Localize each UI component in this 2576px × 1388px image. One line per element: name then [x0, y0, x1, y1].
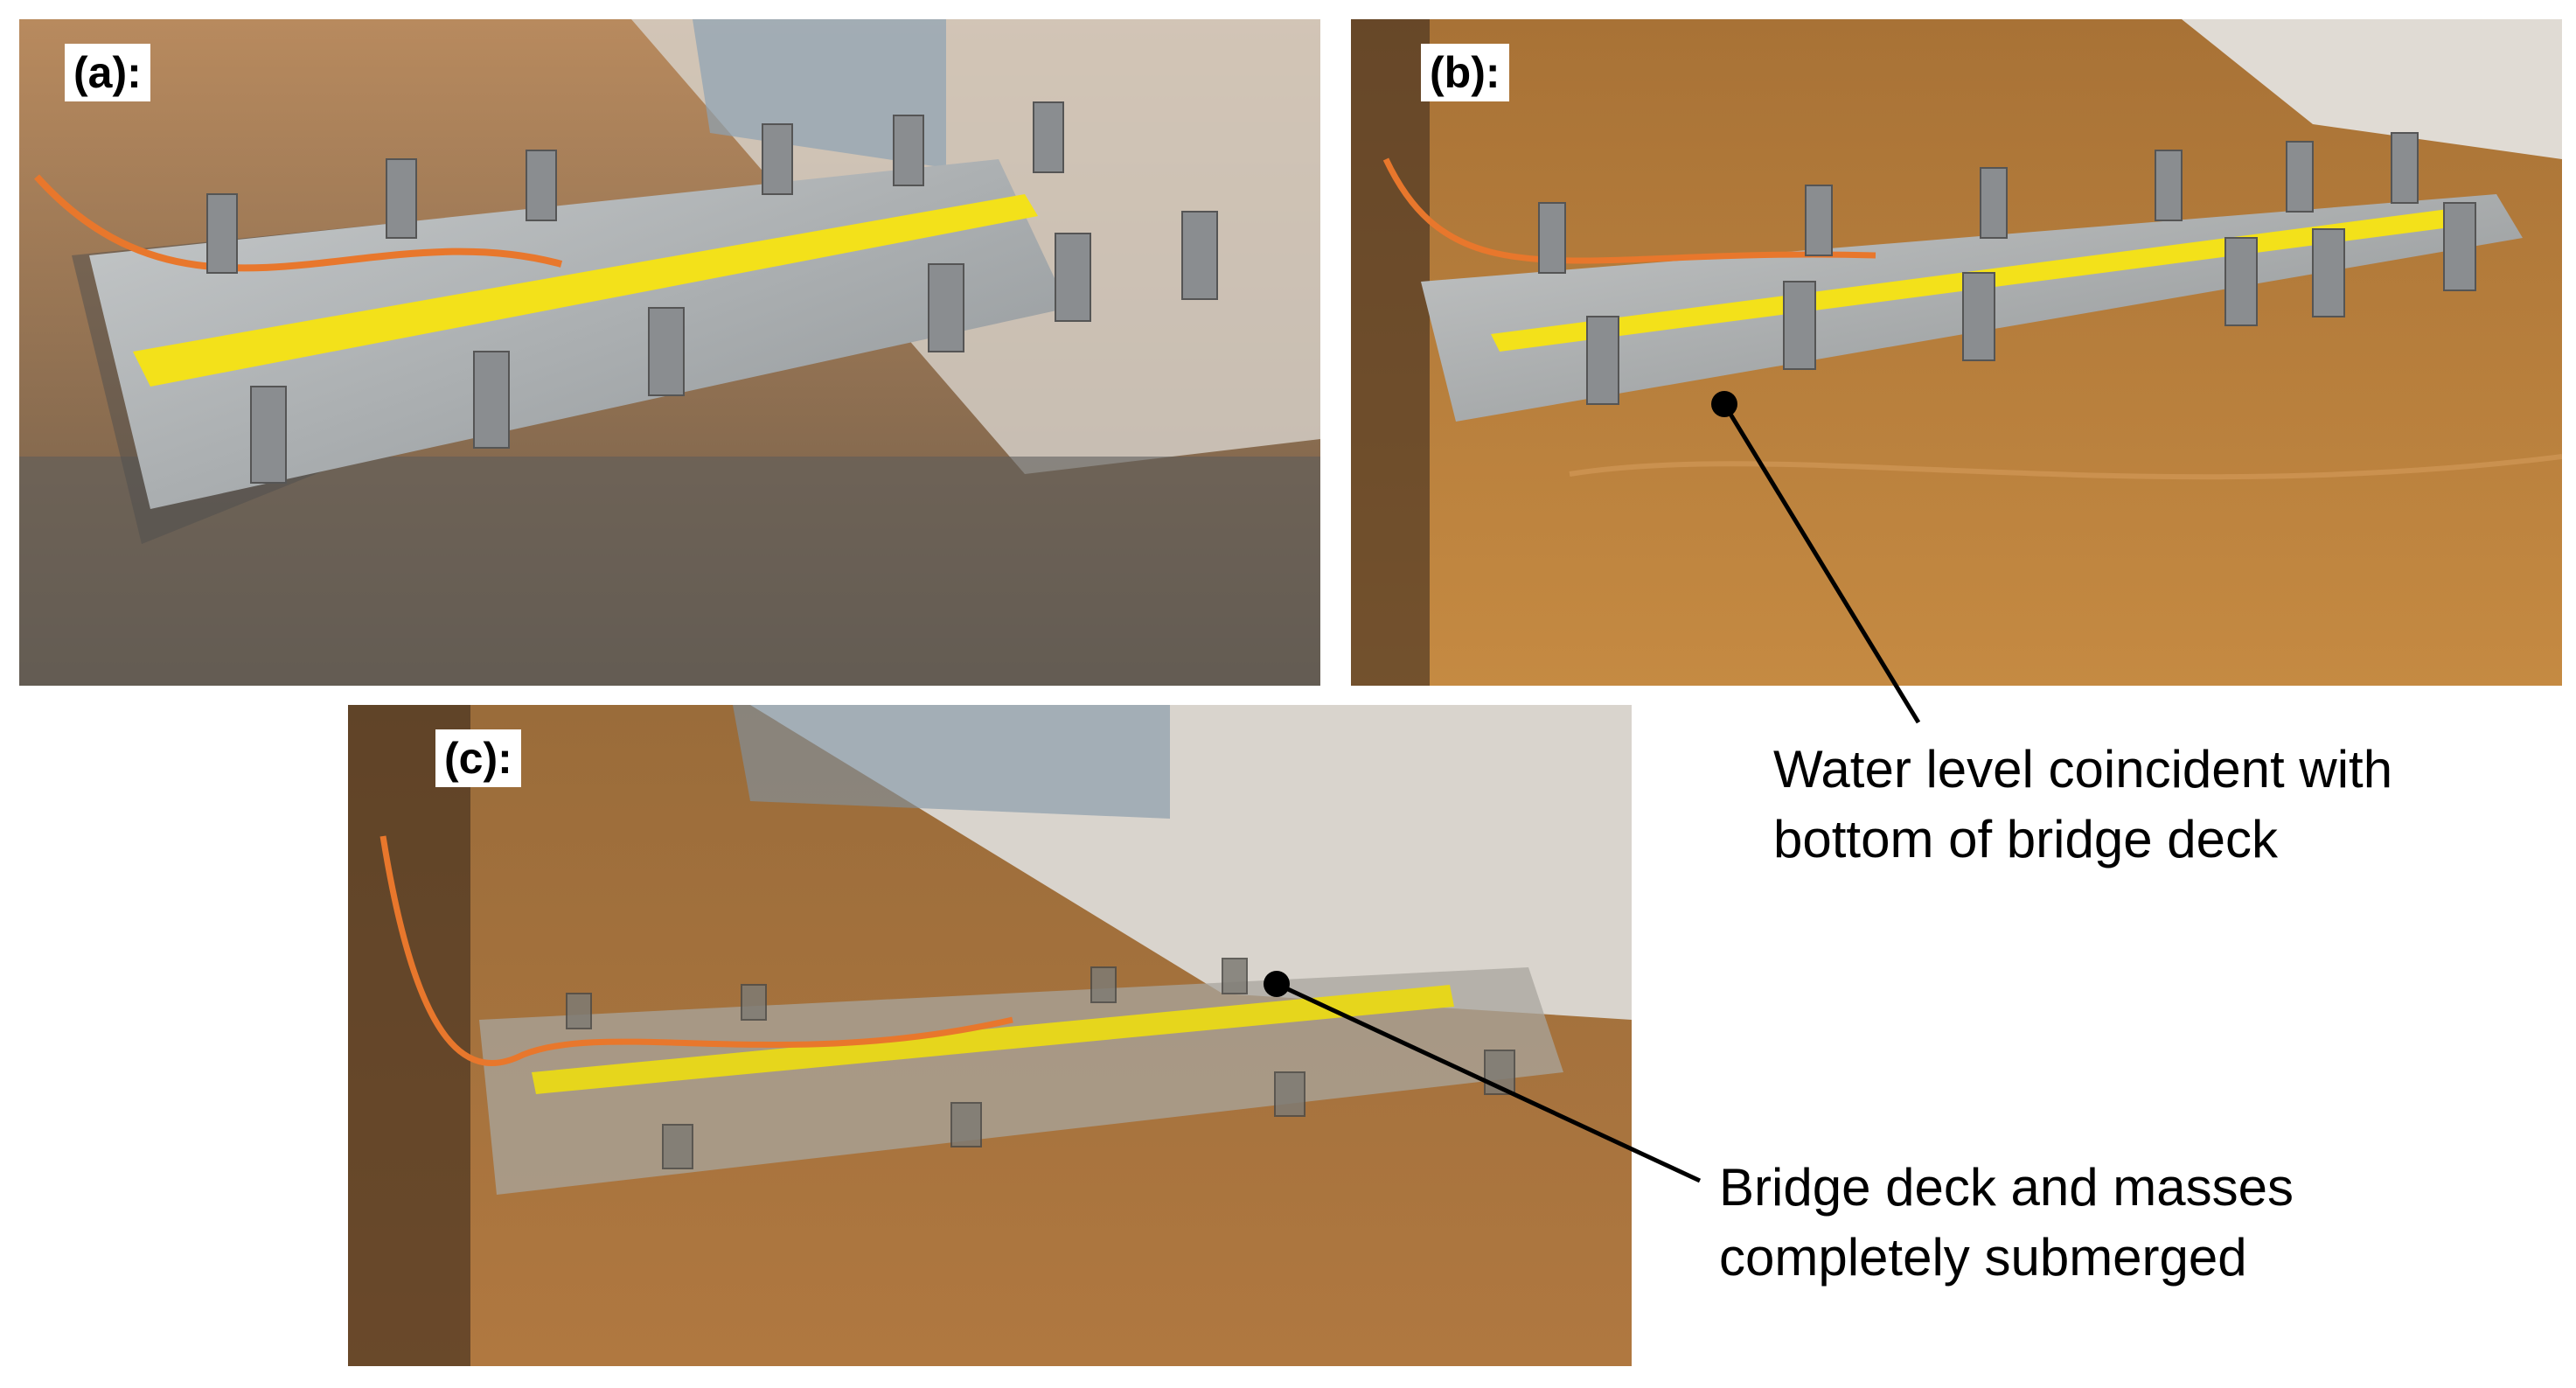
bridge-deck-submerged-photo [348, 705, 1632, 1366]
panel-label-c: (c): [435, 729, 521, 787]
panel-label-b: (b): [1421, 44, 1509, 101]
panel-label-a: (a): [65, 44, 150, 101]
photo-panel-a: (a): [19, 19, 1320, 686]
bridge-deck-water-level-photo [1351, 19, 2562, 686]
photo-panel-b: (b): [1351, 19, 2562, 686]
bridge-deck-dry-photo [19, 19, 1320, 686]
annotation-water-level: Water level coincident with bottom of br… [1773, 735, 2560, 875]
annotation-submerged-line2: completely submerged [1719, 1228, 2247, 1287]
annotation-water-level-line2: bottom of bridge deck [1773, 810, 2279, 868]
annotation-submerged-line1: Bridge deck and masses [1719, 1158, 2294, 1217]
photo-panel-c: (c): [348, 705, 1632, 1366]
annotation-water-level-line1: Water level coincident with [1773, 740, 2393, 799]
annotation-submerged: Bridge deck and masses completely submer… [1719, 1153, 2506, 1293]
